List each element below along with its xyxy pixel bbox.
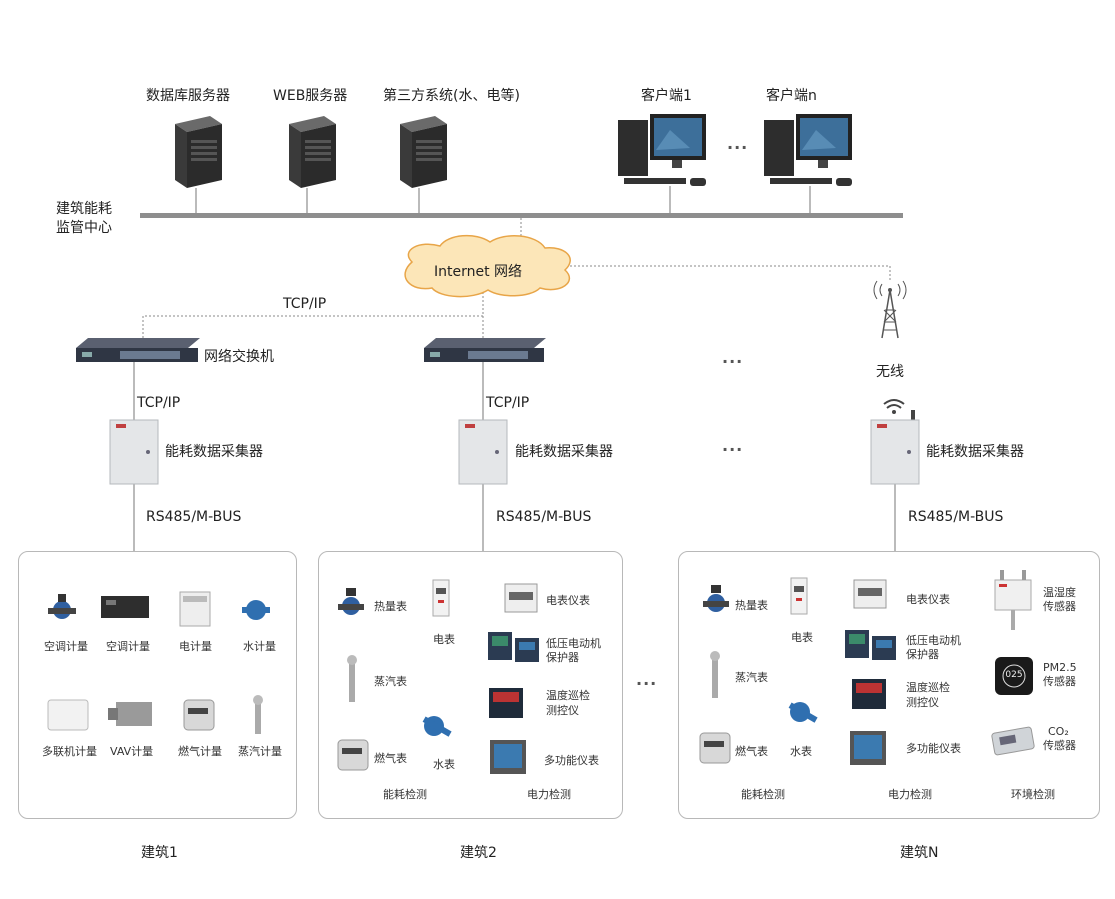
server-label-web: WEB服务器 [273,88,348,104]
collector-2-label: 能耗数据采集器 [515,444,613,460]
switch-ellipsis: ... [722,348,744,367]
bN-th-sensor-l2: 传感器 [1043,600,1076,613]
cloud-to-tower [566,265,891,282]
b2-heat-meter: 热量表 [374,600,407,613]
cloud-to-switch1 [142,315,483,340]
server-label-database: 数据库服务器 [146,88,230,104]
bN-temp-controller-l2: 测控仪 [906,696,939,709]
b2-motor-protector-l2: 保护器 [546,651,579,664]
collector-3-icon [870,419,920,485]
bN-motor-protector-l2: 保护器 [906,648,939,661]
b2-panel-meter: 电表仪表 [546,594,590,607]
tcpip-top-label: TCP/IP [283,296,327,312]
bN-th-sensor-l1: 温湿度 [1043,586,1076,599]
bN-steam-meter: 蒸汽表 [735,671,768,684]
center-label-line2: 监管中心 [56,220,112,236]
bN-section-environment: 环境检测 [1011,788,1055,801]
internet-cloud [404,234,571,298]
b2-temp-controller-l1: 温度巡检 [546,689,590,702]
b2-multifunction-meter: 多功能仪表 [544,754,599,767]
client1-computer-icon [618,114,706,186]
client-ellipsis: ... [727,134,749,153]
building2-title: 建筑2 [460,845,497,861]
b1-device-water: 水计量 [243,640,276,653]
b2-steam-meter: 蒸汽表 [374,675,407,688]
building1-title: 建筑1 [141,845,178,861]
b2-section-energy: 能耗检测 [383,788,427,801]
b1-device-gas: 燃气计量 [178,745,222,758]
wifi-icon [883,399,915,420]
bN-heat-meter: 热量表 [735,599,768,612]
bN-multifunction-meter: 多功能仪表 [906,742,961,755]
b2-gas-meter: 燃气表 [374,752,407,765]
b1-device-ac-2: 空调计量 [106,640,150,653]
building2-panel [318,551,623,819]
internet-label: Internet 网络 [434,264,523,280]
b2-temp-controller-l2: 测控仪 [546,704,579,717]
center-label-line1: 建筑能耗 [56,201,112,217]
collector-2-uplink: TCP/IP [486,395,530,411]
bN-water-meter: 水表 [790,745,812,758]
collector-ellipsis: ... [722,436,744,455]
b1-device-electric: 电计量 [179,640,212,653]
center-bus-bar [140,213,903,218]
building1-panel [18,551,297,819]
collector-3-bus: RS485/M-BUS [908,509,1004,525]
server-label-third-party: 第三方系统(水、电等) [383,88,520,104]
b2-water-meter: 水表 [433,758,455,771]
collector-2-bus: RS485/M-BUS [496,509,592,525]
clientn-computer-icon [764,114,852,186]
collector-1-bus: RS485/M-BUS [146,509,242,525]
b1-device-vav: VAV计量 [110,745,154,758]
network-switch-2-icon [424,338,546,362]
pm25-display: 025 [1005,670,1023,680]
bN-pm-sensor-l2: 传感器 [1043,675,1076,688]
buildingN-panel [678,551,1100,819]
collector-1-icon [109,419,159,485]
b1-device-ac-1: 空调计量 [44,640,88,653]
network-switch-1-icon [76,338,200,362]
buildingN-title: 建筑N [900,845,939,861]
bN-temp-controller-l1: 温度巡检 [906,681,950,694]
web-server-icon [289,116,336,188]
bN-co2-sensor-l2: 传感器 [1043,739,1076,752]
building-ellipsis: ... [636,670,658,689]
wireless-label: 无线 [876,364,904,380]
collector-2-icon [458,419,508,485]
third-party-server-icon [400,116,447,188]
database-server-icon [175,116,222,188]
bN-section-power: 电力检测 [888,788,932,801]
collector-3-label: 能耗数据采集器 [926,444,1024,460]
client-label-1: 客户端1 [641,88,692,104]
collector-1-uplink: TCP/IP [137,395,181,411]
collector-1-label: 能耗数据采集器 [165,444,263,460]
bN-pm-sensor-l1: PM2.5 [1043,661,1077,674]
b2-section-power: 电力检测 [527,788,571,801]
switch-1-label: 网络交换机 [204,349,274,365]
bN-co2-sensor-l1: CO₂ [1048,725,1069,738]
bN-panel-meter: 电表仪表 [906,593,950,606]
b1-device-vrf: 多联机计量 [42,745,97,758]
client-label-n: 客户端n [766,88,817,104]
b1-device-steam: 蒸汽计量 [238,745,282,758]
bN-section-energy: 能耗检测 [741,788,785,801]
radio-tower-icon [873,280,907,339]
bN-gas-meter: 燃气表 [735,745,768,758]
bN-electric-meter: 电表 [791,631,813,644]
bN-motor-protector-l1: 低压电动机 [906,634,961,647]
b2-motor-protector-l1: 低压电动机 [546,637,601,650]
b2-electric-meter: 电表 [433,633,455,646]
